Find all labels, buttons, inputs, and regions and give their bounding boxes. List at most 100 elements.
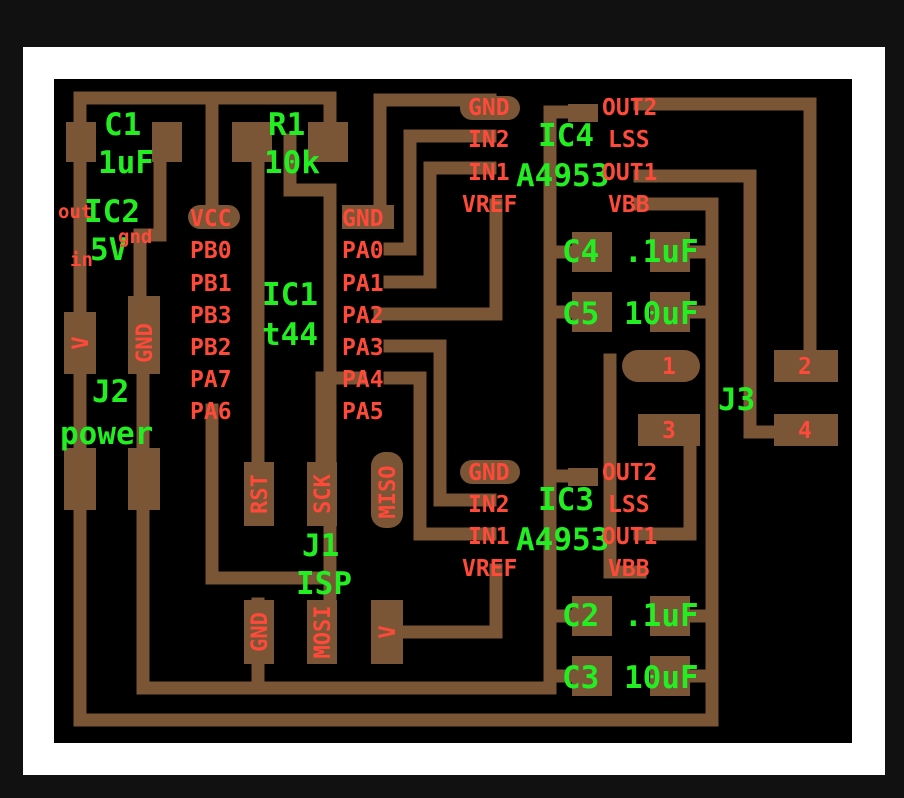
ic1-left-pin: VCC: [190, 206, 232, 232]
ic4-right-pin: VBB: [608, 192, 650, 218]
ic4-value-label: A4953: [516, 158, 609, 194]
j2-pad-v: [64, 312, 96, 374]
j3-pad-2: [774, 350, 838, 382]
c4-name-label: C4: [562, 234, 599, 270]
ic1-right-pin: PA4: [342, 367, 384, 393]
ic2-pin-in: in: [70, 249, 93, 271]
ic1-pad: [342, 205, 394, 229]
j1-pad-v: [371, 600, 403, 664]
c2-pad-2: [650, 596, 690, 636]
j3-pin-4: 4: [798, 418, 812, 444]
ic3-left-pin: IN2: [468, 492, 510, 518]
j1-value-label: ISP: [296, 566, 352, 602]
ic4-name-label: IC4: [538, 118, 594, 154]
ic2-value-label: 5V: [90, 232, 127, 268]
c3-pad-1: [572, 656, 612, 696]
j3-pin-1: 1: [662, 354, 676, 380]
ic1-left-pin: PA7: [190, 367, 232, 393]
ic4-right-pin: OUT2: [602, 95, 657, 121]
c2-value-label: .1uF: [624, 598, 699, 634]
ic1-name-label: IC1: [262, 277, 318, 313]
j1-pin-miso: MISO: [376, 466, 401, 519]
r1-name-label: R1: [268, 107, 305, 143]
component-labels: C1 1uF R1 10k IC2 5V IC1 t44 IC4 A4953 I…: [60, 107, 755, 696]
j3-pad-4: [774, 414, 838, 446]
ic3-name-label: IC3: [538, 482, 594, 518]
j1-pin-mosi: MOSI: [311, 606, 336, 659]
c2-pad-1: [572, 596, 612, 636]
ic1-pad: [188, 205, 240, 229]
c5-name-label: C5: [562, 296, 599, 332]
j3-pin-3: 3: [662, 418, 676, 444]
j1-pad-sck: [307, 462, 337, 526]
j2-pin-v: V: [69, 336, 94, 349]
c3-value-label: 10uF: [624, 660, 699, 696]
ic3-right-pin: VBB: [608, 556, 650, 582]
ic1-right-pin: PA0: [342, 238, 384, 264]
ic4-right-pin: OUT1: [602, 160, 657, 186]
ic1-left-pin: PB0: [190, 238, 232, 264]
c5-pad-2: [650, 292, 690, 332]
c1-pad-1: [66, 122, 96, 162]
pcb-board-diagram: C1 1uF R1 10k IC2 5V IC1 t44 IC4 A4953 I…: [54, 79, 852, 743]
ic2-pin-gnd: gnd: [118, 226, 152, 248]
copper-pads: [64, 96, 838, 696]
j2-value-label: power: [60, 416, 153, 452]
ic2-name-label: IC2: [84, 194, 140, 230]
ic1-left-pin: PB3: [190, 303, 232, 329]
ic1-right-pin: PA5: [342, 399, 384, 425]
j1-pin-gnd: GND: [248, 612, 273, 652]
ic1-value-label: t44: [262, 317, 318, 353]
ic4-right-pin: LSS: [608, 127, 650, 153]
ic3-left-pin: VREF: [462, 556, 517, 582]
j1-pad-rst: [244, 462, 274, 526]
ic1-right-pin: GND: [342, 206, 384, 232]
ic1-left-pin: PA6: [190, 399, 232, 425]
j1-pad-mosi: [307, 600, 337, 664]
r1-pad-1: [232, 122, 272, 162]
ic4-left-pin: VREF: [462, 192, 517, 218]
ic4-left-pin: GND: [468, 95, 510, 121]
c4-pad-2: [650, 232, 690, 272]
ic4-pad: [460, 96, 520, 120]
ic1-right-pin: PA1: [342, 271, 384, 297]
j3-name-label: J3: [718, 382, 755, 418]
c1-value-label: 1uF: [98, 145, 154, 181]
j2-pad-gnd: [128, 296, 160, 374]
ic3-pad: [460, 460, 520, 484]
r1-pad-2: [308, 122, 348, 162]
ic1-right-pin: PA2: [342, 303, 384, 329]
j1-pin-sck: SCK: [311, 473, 336, 513]
j1-pad-miso: [371, 452, 403, 528]
c1-name-label: C1: [104, 107, 141, 143]
ic2-pin-out: out: [58, 201, 92, 223]
j3-pad-1: [622, 350, 700, 382]
c1-pad-2: [152, 122, 182, 162]
c5-value-label: 10uF: [624, 296, 699, 332]
j3-pad-3: [638, 414, 700, 446]
j2-name-label: J2: [92, 374, 129, 410]
ic3-pad: [568, 468, 598, 486]
c3-pad-2: [650, 656, 690, 696]
c3-name-label: C3: [562, 660, 599, 696]
ic3-left-pin: IN1: [468, 524, 510, 550]
j1-name-label: J1: [302, 528, 339, 564]
j1-pin-rst: RST: [248, 474, 273, 514]
pin-labels: out gnd in VCC PB0 PB1 PB3 PB2 PA7 PA6 G…: [58, 95, 812, 658]
c4-value-label: .1uF: [624, 234, 699, 270]
c4-pad-1: [572, 232, 612, 272]
ic3-right-pin: LSS: [608, 492, 650, 518]
j3-pin-2: 2: [798, 354, 812, 380]
ic3-value-label: A4953: [516, 522, 609, 558]
ic3-right-pin: OUT1: [602, 524, 657, 550]
j2-pad-3: [64, 448, 96, 510]
j2-pin-gnd: GND: [133, 323, 158, 363]
ic3-left-pin: GND: [468, 460, 510, 486]
j1-pin-v: V: [376, 625, 401, 638]
ic4-pad: [568, 104, 598, 122]
j1-pad-gnd: [244, 600, 274, 664]
ic1-left-pin: PB1: [190, 271, 232, 297]
c2-name-label: C2: [562, 598, 599, 634]
board-frame: C1 1uF R1 10k IC2 5V IC1 t44 IC4 A4953 I…: [23, 47, 885, 775]
j2-pad-4: [128, 448, 160, 510]
